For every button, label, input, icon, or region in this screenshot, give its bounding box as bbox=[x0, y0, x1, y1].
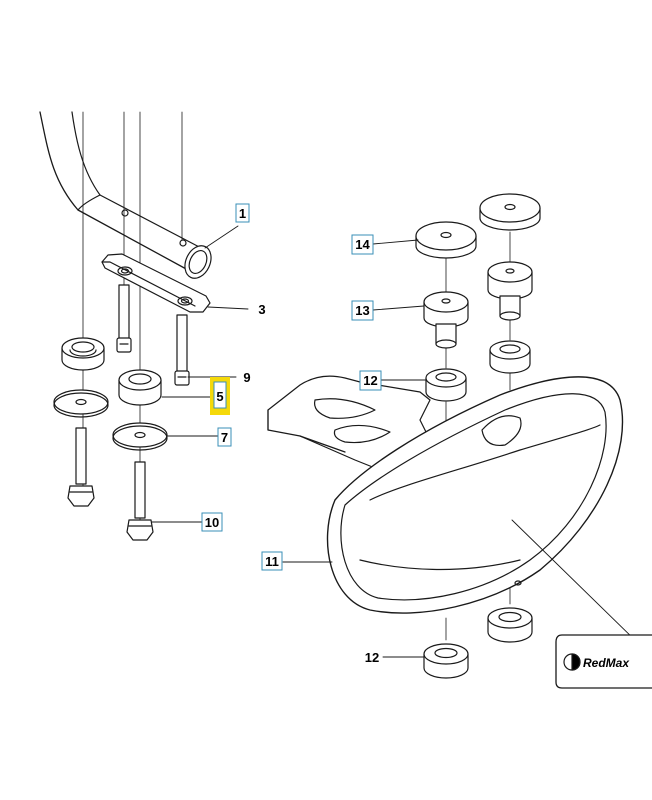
leader-lines-left bbox=[151, 225, 249, 523]
bushing-lower-left bbox=[423, 643, 469, 679]
sleeve-left bbox=[423, 291, 469, 349]
leader-lines-right bbox=[282, 239, 641, 658]
callout-11: 11 bbox=[261, 551, 283, 571]
bushing-right bbox=[118, 369, 162, 406]
bushing-lower-right bbox=[487, 607, 533, 643]
clamp-plate bbox=[101, 253, 211, 313]
trimmer-guard-shield bbox=[326, 376, 624, 614]
sleeve-right bbox=[487, 261, 533, 321]
svg-text:9: 9 bbox=[243, 370, 250, 385]
mount-bracket bbox=[267, 375, 431, 471]
cap-left bbox=[415, 221, 477, 259]
callout-12-lower: 12 bbox=[365, 650, 379, 665]
callout-10: 10 bbox=[201, 512, 223, 532]
callout-5-highlighted: 5 bbox=[210, 377, 230, 415]
bolt-left-upper bbox=[116, 284, 132, 353]
assembly-guide-lines bbox=[82, 111, 183, 521]
svg-text:3: 3 bbox=[258, 302, 265, 317]
callout-3: 3 bbox=[258, 302, 265, 317]
callout-7: 7 bbox=[217, 427, 232, 447]
bolt-right-lower bbox=[126, 461, 154, 541]
callout-12-upper: 12 bbox=[359, 370, 382, 391]
decal bbox=[555, 634, 652, 689]
callout-1: 1 bbox=[235, 203, 250, 223]
bolt-right-upper bbox=[174, 314, 190, 386]
svg-text:13: 13 bbox=[355, 303, 369, 318]
svg-text:5: 5 bbox=[216, 389, 223, 404]
svg-text:7: 7 bbox=[221, 430, 228, 445]
callout-9: 9 bbox=[243, 370, 250, 385]
bushing-left bbox=[61, 337, 105, 371]
logo-wordmark: RedMax bbox=[583, 656, 630, 670]
svg-text:14: 14 bbox=[355, 237, 370, 252]
bolt-left-lower bbox=[67, 427, 95, 507]
svg-text:1: 1 bbox=[239, 206, 246, 221]
callout-13: 13 bbox=[351, 300, 374, 321]
washer-right bbox=[112, 422, 168, 451]
washer-left bbox=[53, 389, 109, 418]
svg-text:11: 11 bbox=[265, 554, 279, 569]
cap-right bbox=[479, 193, 541, 231]
bushing-upper-right bbox=[489, 340, 531, 374]
handle-tube bbox=[39, 111, 212, 279]
callout-14: 14 bbox=[351, 234, 374, 255]
svg-text:10: 10 bbox=[205, 515, 219, 530]
svg-text:RedMax: RedMax bbox=[583, 656, 630, 670]
svg-text:12: 12 bbox=[365, 650, 379, 665]
bushing-upper-left bbox=[425, 368, 467, 402]
svg-text:12: 12 bbox=[363, 373, 377, 388]
